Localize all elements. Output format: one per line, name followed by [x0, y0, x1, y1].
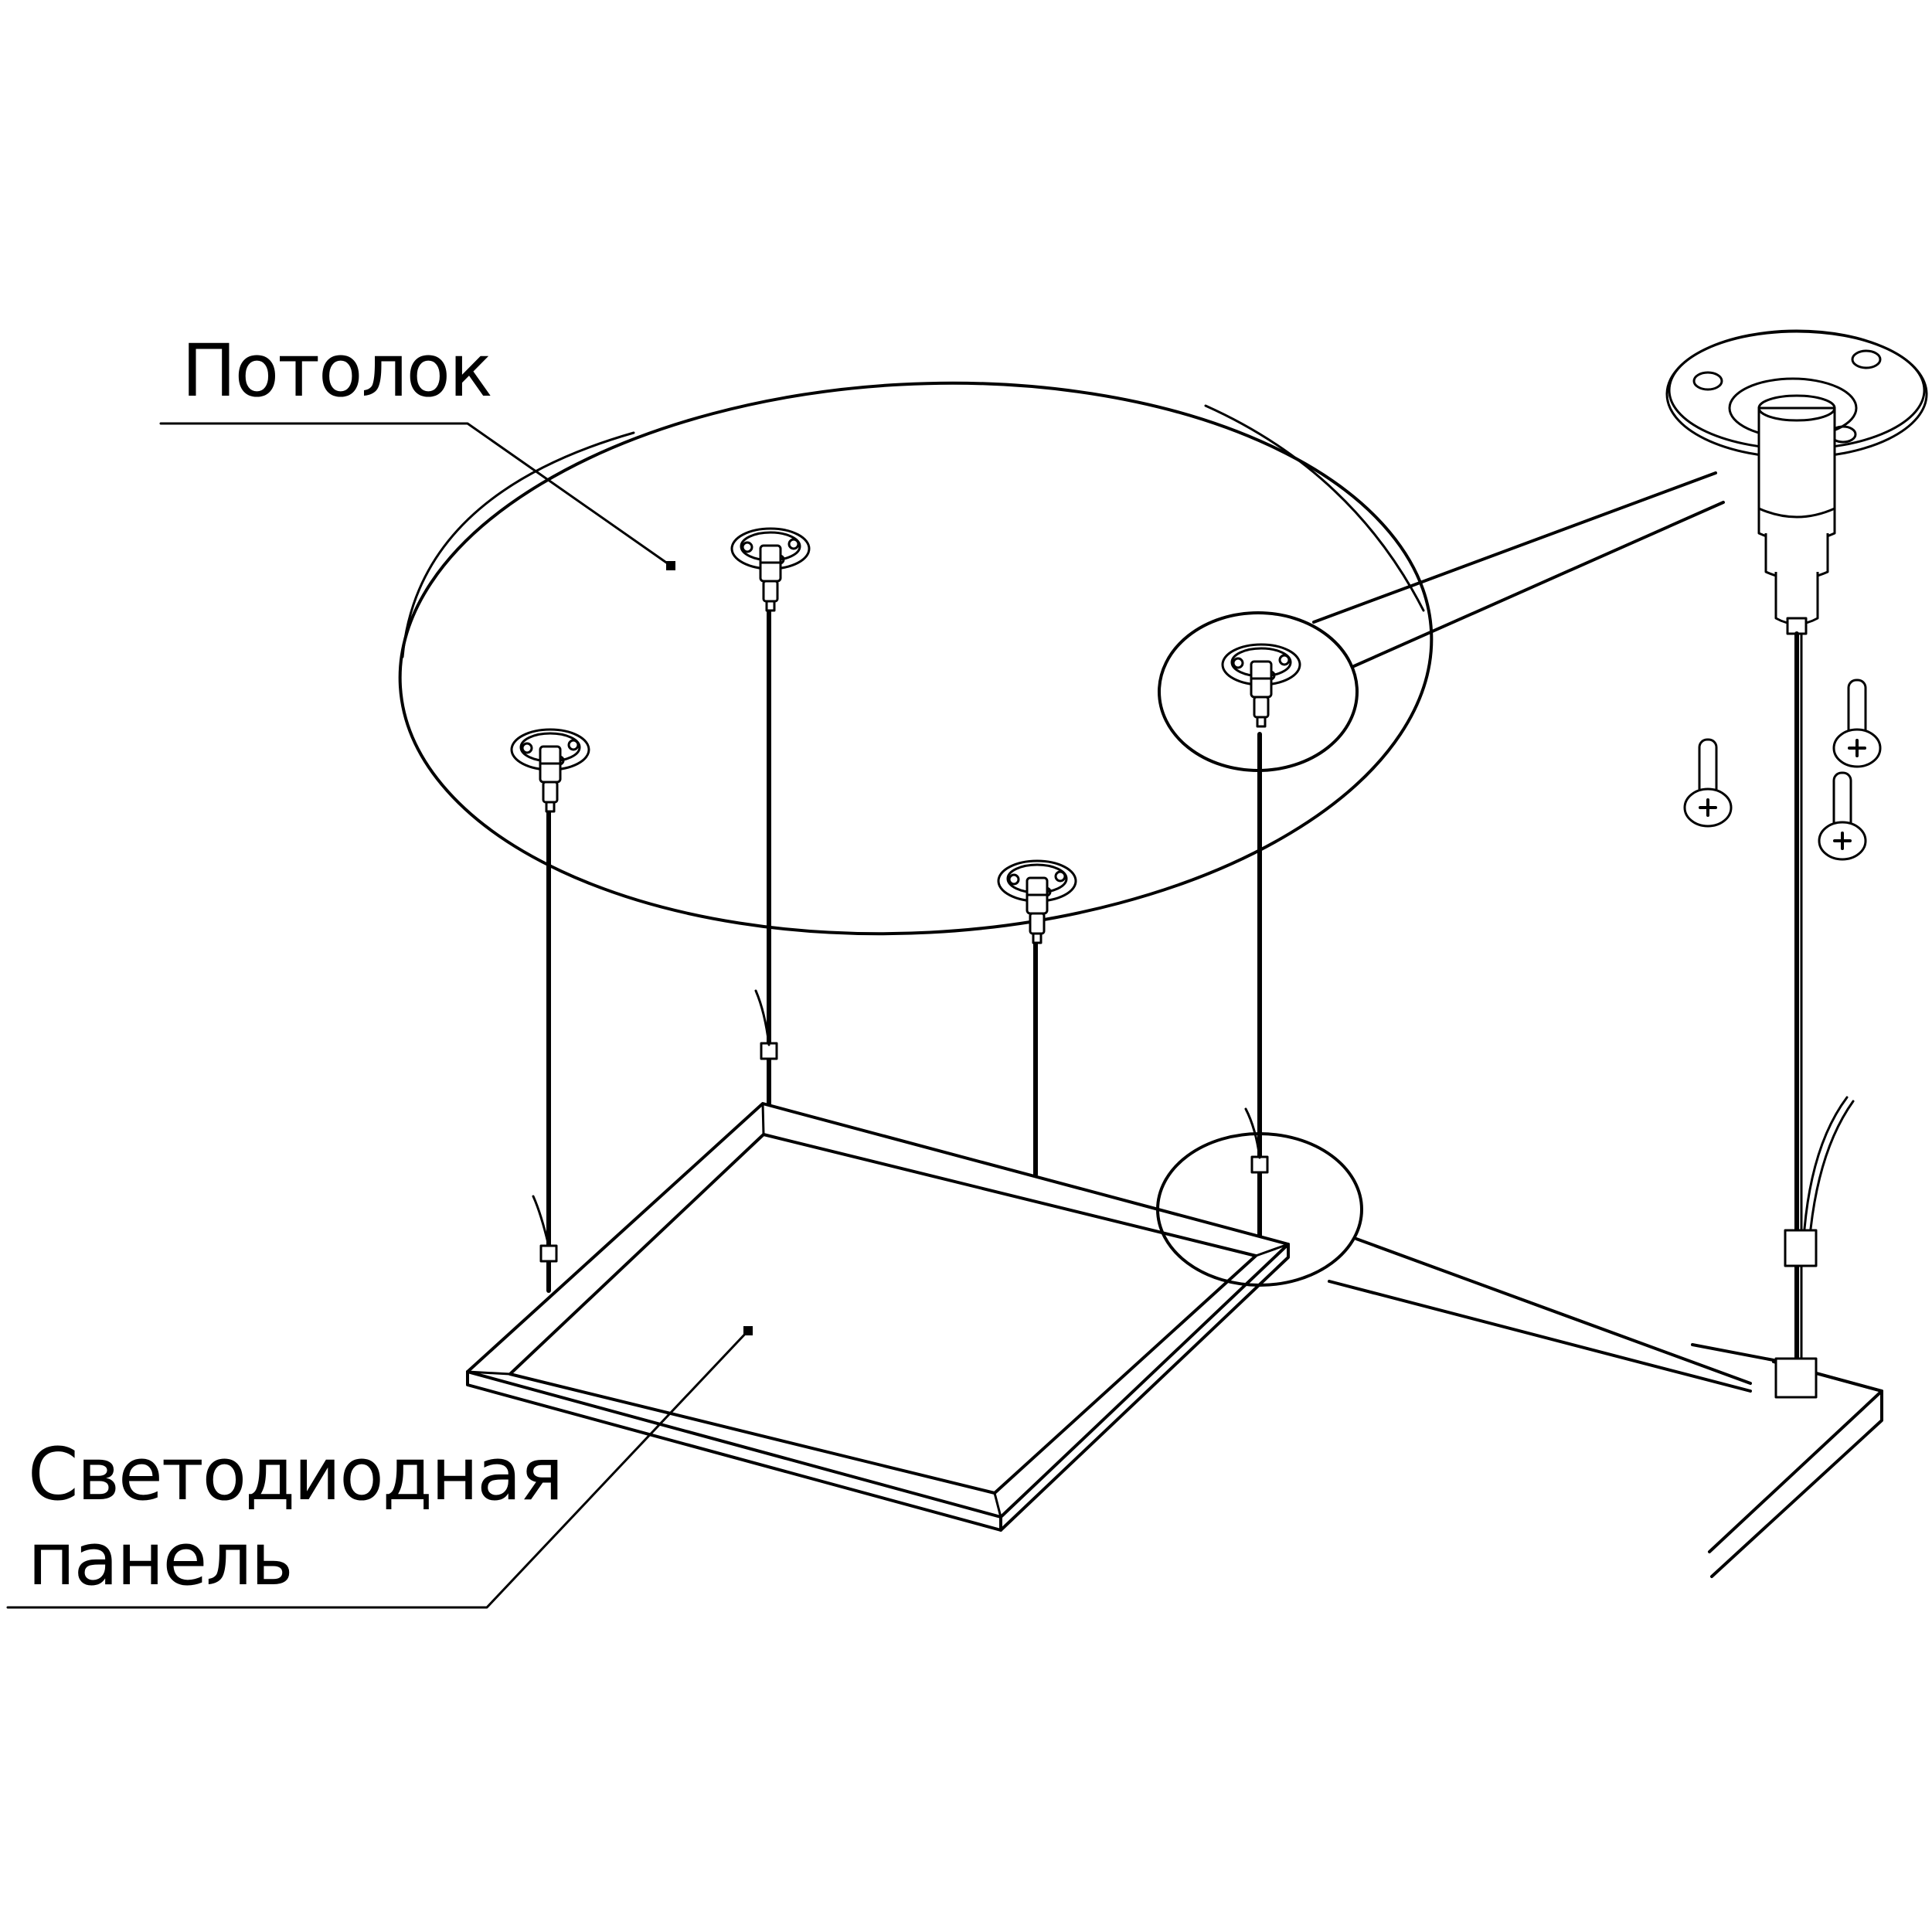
ceiling-label: Потолок — [182, 329, 492, 413]
panel-leader-marker — [743, 1326, 753, 1335]
panel-label-line1: Светодиодная — [28, 1433, 562, 1517]
enlarged-panel-corner — [1691, 1343, 1883, 1578]
panel-label-line2: панель — [28, 1518, 292, 1602]
ceiling-leader-marker — [666, 561, 675, 570]
ceiling-fixtures — [510, 527, 1301, 944]
leader-lines — [6, 422, 753, 1609]
detail-callout-top — [1158, 471, 1725, 772]
suspension-cables — [532, 608, 1269, 1293]
mounting-screws — [1683, 679, 1882, 861]
led-panel — [466, 1102, 1290, 1532]
detail-callout-bottom — [1156, 1132, 1752, 1393]
enlarged-ceiling-mount — [1665, 329, 1928, 1370]
